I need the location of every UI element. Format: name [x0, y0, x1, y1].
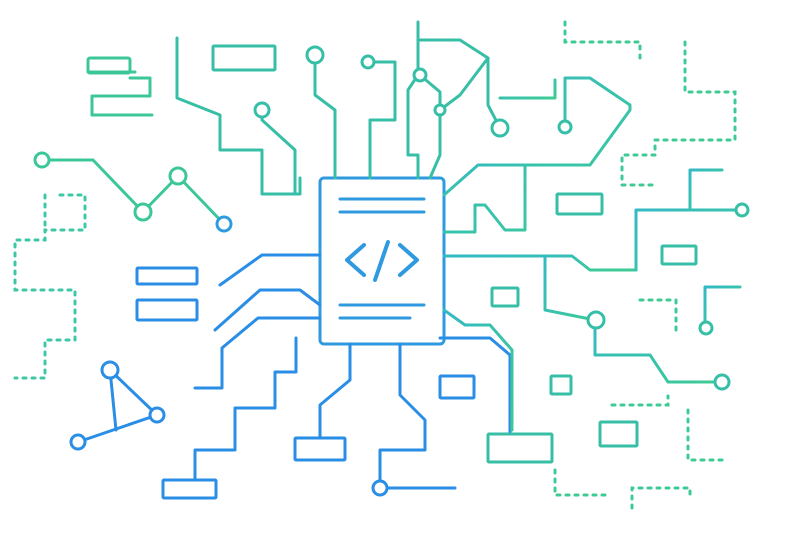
right-nodes	[486, 119, 750, 464]
central-chip	[318, 176, 446, 346]
code-brackets-icon	[345, 240, 419, 282]
left-boxes	[135, 266, 199, 322]
top-nodes	[211, 44, 510, 138]
top-left-nodes	[33, 151, 233, 233]
bottom-traces	[193, 336, 512, 490]
right-traces	[442, 76, 747, 432]
bottom-boxes	[161, 374, 476, 500]
right-dotted-traces	[553, 20, 737, 510]
left-dotted-traces	[13, 193, 87, 380]
top-left-traces	[46, 56, 226, 226]
triangle-network	[69, 360, 166, 451]
left-traces	[193, 253, 322, 390]
